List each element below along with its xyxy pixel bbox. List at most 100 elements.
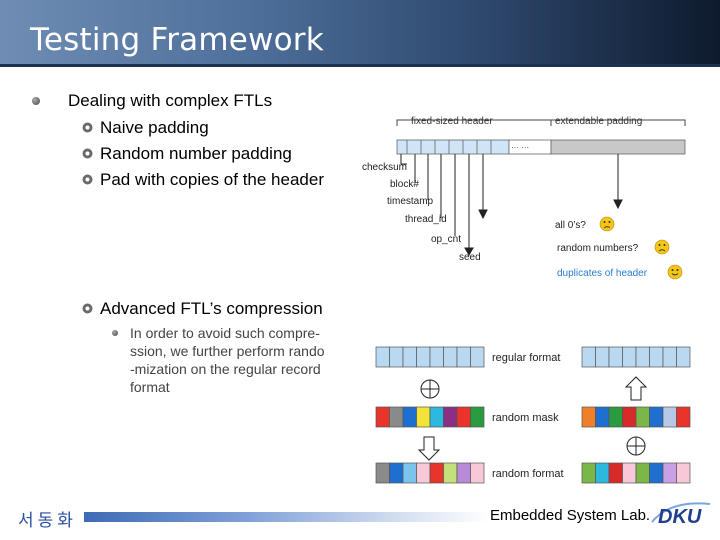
format-cell — [635, 462, 650, 484]
xor-icon — [626, 436, 646, 456]
header-cells — [396, 139, 510, 155]
random-mask-row-left — [375, 406, 485, 428]
format-cell — [470, 462, 485, 484]
fixed-header-label: fixed-sized header — [411, 116, 493, 127]
author-name: 서동화 — [18, 511, 77, 531]
format-cell — [389, 406, 404, 428]
format-cell — [375, 462, 390, 484]
format-cell — [470, 346, 485, 368]
padding-diagram: fixed-sized header extendable padding ··… — [362, 116, 686, 280]
compression-detail-line: ssion, we further perform rando — [130, 343, 325, 359]
format-cell — [429, 406, 444, 428]
neutral-face-icon — [599, 216, 615, 232]
format-cell — [608, 406, 623, 428]
compression-detail-line: -mization on the regular record — [130, 361, 321, 377]
format-cell — [416, 462, 431, 484]
field-block: block# — [390, 179, 419, 190]
option-duplicates: duplicates of header — [557, 268, 648, 279]
option-random: random numbers? — [557, 243, 639, 254]
lab-name: Embedded System Lab. — [490, 507, 651, 524]
format-cell — [456, 346, 471, 368]
flower-bullet-icon — [82, 148, 93, 159]
regular-format-row-left — [375, 346, 485, 368]
format-cell — [581, 346, 596, 368]
format-cell — [402, 346, 417, 368]
happy-face-icon — [667, 264, 683, 280]
dku-logo: DKU — [651, 502, 711, 526]
label-random-mask: random mask — [492, 412, 559, 424]
format-cell — [389, 346, 404, 368]
field-op-cnt: op_cnt — [431, 234, 461, 245]
format-cell — [635, 346, 650, 368]
format-cell — [676, 406, 691, 428]
field-seed: seed — [459, 252, 481, 263]
sub-bullet-naive: Naive padding — [100, 118, 209, 137]
padding-label: extendable padding — [555, 116, 642, 127]
format-cell — [443, 346, 458, 368]
format-cell — [649, 346, 664, 368]
field-thread-id: thread_id — [405, 214, 447, 225]
sub-bullet-compression: Advanced FTL’s compression — [100, 299, 323, 318]
format-cell — [416, 346, 431, 368]
flower-bullet-icon — [82, 303, 93, 314]
format-cell — [662, 462, 677, 484]
compression-detail-line: In order to avoid such compre- — [130, 325, 320, 341]
format-cell — [595, 346, 610, 368]
title-bar — [0, 0, 720, 67]
format-cell — [662, 406, 677, 428]
arrow-up-icon — [624, 376, 648, 401]
format-cell — [416, 406, 431, 428]
format-cell — [622, 462, 637, 484]
flower-bullet-icon — [82, 174, 93, 185]
format-cell — [375, 346, 390, 368]
format-cell — [662, 346, 677, 368]
sub-bullet-header-copies: Pad with copies of the header — [100, 170, 324, 189]
format-cell — [649, 462, 664, 484]
flower-bullet-icon — [82, 122, 93, 133]
format-cell — [581, 406, 596, 428]
xor-icon — [420, 379, 440, 399]
format-cell — [456, 406, 471, 428]
sub-bullet-random: Random number padding — [100, 144, 292, 163]
format-cell — [443, 406, 458, 428]
logo-text: DKU — [658, 506, 702, 526]
compression-detail-line: format — [130, 379, 170, 395]
format-cell — [402, 462, 417, 484]
padding-cells — [550, 139, 686, 155]
bullet-dot-icon — [32, 97, 40, 105]
field-checksum: checksum — [362, 162, 407, 173]
random-format-row-right — [581, 462, 691, 484]
format-cell — [443, 462, 458, 484]
format-cell — [649, 406, 664, 428]
label-random-format: random format — [492, 468, 564, 480]
format-cell — [676, 346, 691, 368]
random-format-row-left — [375, 462, 485, 484]
format-cell — [456, 462, 471, 484]
format-cell — [402, 406, 417, 428]
sad-face-icon — [654, 239, 670, 255]
footer-gradient-bar — [84, 512, 489, 522]
random-mask-row-right — [581, 406, 691, 428]
randomization-diagram: regular format random mask random format — [375, 346, 691, 484]
format-cell — [595, 406, 610, 428]
format-cell — [389, 462, 404, 484]
format-cell — [375, 406, 390, 428]
format-cell — [470, 406, 485, 428]
format-cell — [635, 406, 650, 428]
format-cell — [429, 346, 444, 368]
format-cell — [595, 462, 610, 484]
format-cell — [581, 462, 596, 484]
label-regular-format: regular format — [492, 352, 560, 364]
compression-detail: In order to avoid such compre- ssion, we… — [130, 324, 325, 396]
format-cell — [676, 462, 691, 484]
format-cell — [608, 346, 623, 368]
format-cell — [622, 346, 637, 368]
slide-title: Testing Framework — [30, 22, 324, 58]
title-underline — [0, 64, 720, 67]
header-ellipsis: ··· ··· — [511, 143, 529, 152]
field-timestamp: timestamp — [387, 196, 434, 207]
format-cell — [622, 406, 637, 428]
arrow-down-icon — [417, 436, 441, 461]
small-bullet-dot-icon — [112, 330, 118, 336]
regular-format-row-right — [581, 346, 691, 368]
